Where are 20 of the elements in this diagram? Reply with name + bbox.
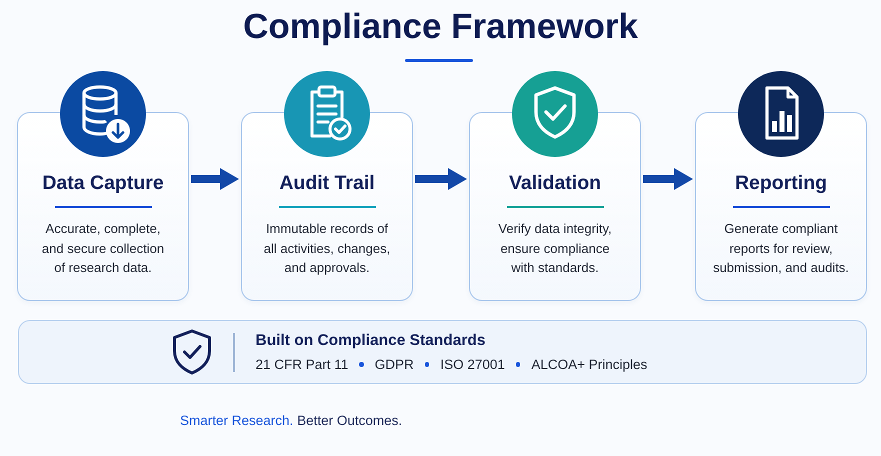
tagline-text: Smarter Research. bbox=[180, 413, 294, 428]
card-description: Immutable records of all activities, changes, and approvals. bbox=[262, 220, 392, 277]
card-heading: Validation bbox=[508, 171, 602, 195]
standard-name: ISO 27001 bbox=[440, 356, 505, 373]
arrow bbox=[415, 168, 467, 190]
tagline-text: Better Outcomes. bbox=[297, 413, 402, 428]
card-description: Generate compliant reports for review, submission, and audits. bbox=[712, 220, 850, 277]
card-heading: Audit Trail bbox=[279, 171, 375, 195]
banner-heading: Built on Compliance Standards bbox=[256, 331, 486, 350]
standards-banner bbox=[18, 320, 867, 384]
page-title: Compliance Framework bbox=[243, 6, 638, 48]
card-description: Verify data integrity, ensure compliance with standards. bbox=[497, 220, 613, 277]
card-heading: Reporting bbox=[734, 171, 828, 195]
arrow bbox=[191, 168, 239, 190]
standard-name: GDPR bbox=[374, 356, 414, 373]
standard-name: 21 CFR Part 11 bbox=[256, 356, 348, 373]
arrow bbox=[643, 168, 693, 190]
card-heading: Data Capture bbox=[42, 171, 164, 195]
card-description: Accurate, complete, and secure collection of research data. bbox=[40, 220, 166, 277]
standard-name: ALCOA+ Principles bbox=[531, 356, 648, 373]
